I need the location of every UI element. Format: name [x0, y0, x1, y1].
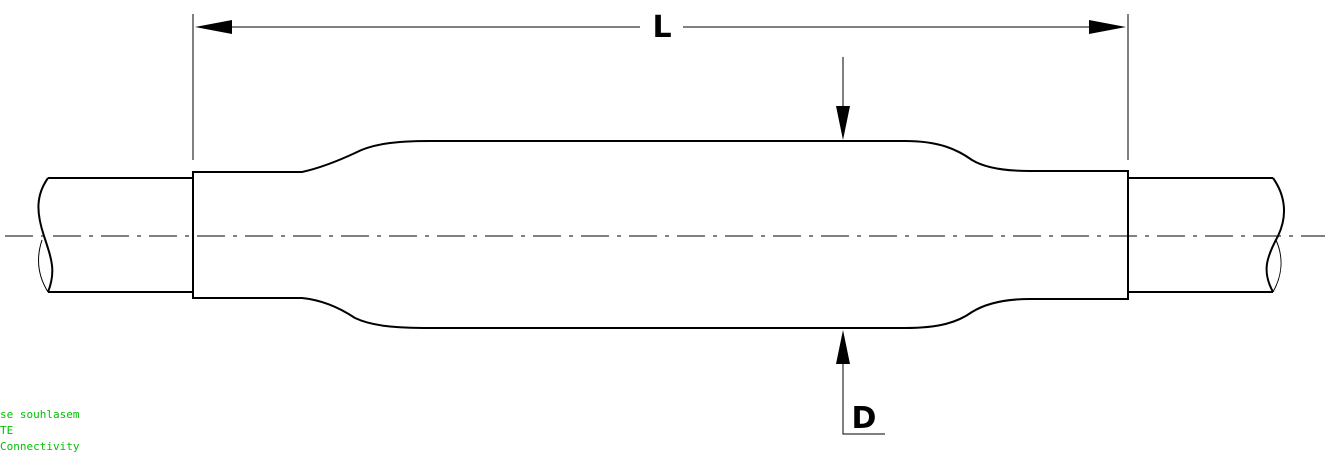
length-arrow-left [195, 20, 232, 34]
length-arrow-right [1089, 20, 1126, 34]
diameter-arrow-top [836, 106, 850, 140]
diameter-leader-bottom [842, 362, 885, 435]
left-cable [37, 177, 193, 293]
diameter-arrow-bottom [836, 330, 850, 364]
credit-line-2: TE [0, 424, 14, 437]
diameter-label: D [852, 401, 877, 436]
credit-line-3: Connectivity [0, 440, 80, 453]
length-label: L [652, 10, 671, 45]
right-cable [1128, 177, 1285, 293]
credit-line-1: se souhlasem [0, 408, 80, 421]
splice-body [192, 140, 1129, 329]
